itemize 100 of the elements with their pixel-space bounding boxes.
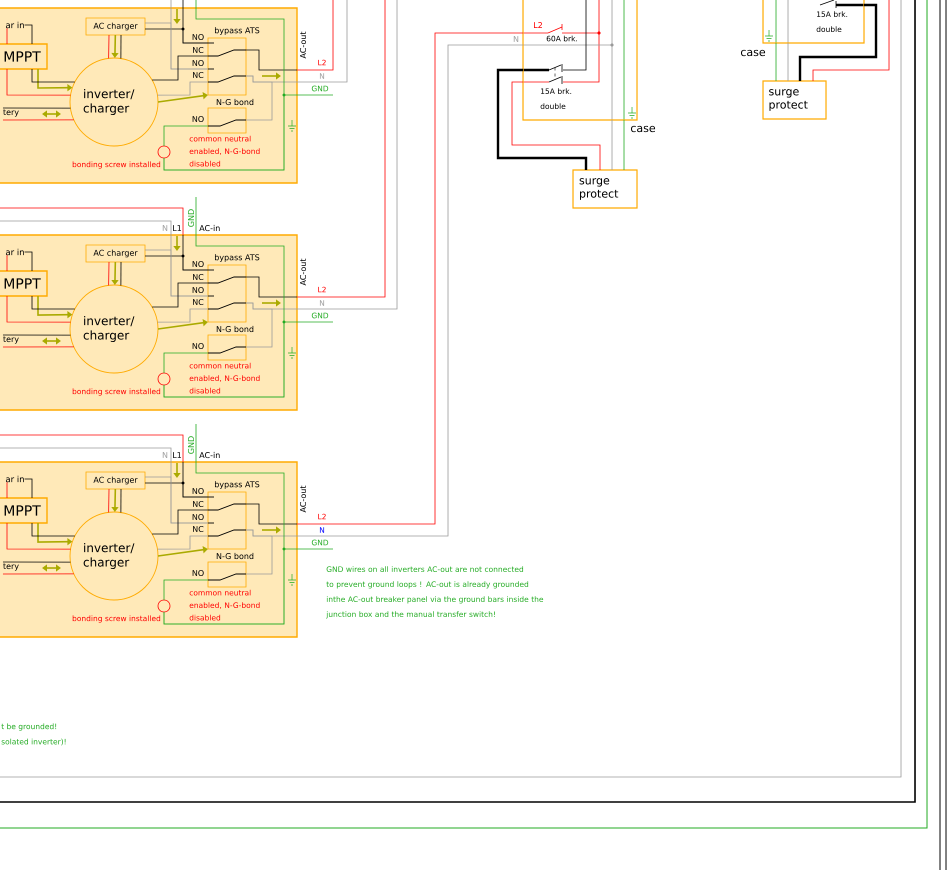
component-box: AC charger: [86, 472, 146, 490]
wire: [164, 424, 284, 624]
terminal-label: AC-in: [199, 452, 220, 458]
case-label: case: [740, 50, 766, 56]
wire: [496, 68, 588, 170]
contact-label: NC: [193, 72, 204, 78]
wire: [164, 0, 284, 170]
contact-label: NC: [193, 500, 204, 508]
wire: [6, 522, 71, 550]
wire: [144, 28, 208, 44]
node-label: N-G bond: [216, 98, 254, 106]
component-box: AC charger: [86, 244, 146, 262]
wire: [32, 296, 76, 310]
switch-box: bypass ATS: [208, 481, 260, 550]
wire: [144, 22, 208, 70]
input-label: tery: [3, 109, 19, 117]
wire: [0, 220, 172, 236]
wire-label: N: [162, 452, 168, 458]
wire: [164, 352, 208, 374]
contact-label: NC: [193, 298, 204, 306]
wire: [144, 250, 208, 296]
switch-box: N-G bond: [208, 552, 254, 588]
component-box: AC charger: [86, 18, 146, 36]
wire: [0, 434, 184, 462]
wire: [6, 68, 71, 96]
contact-label: NC: [193, 274, 204, 280]
arrow: [158, 92, 208, 103]
wire-label: L1: [173, 452, 182, 458]
wire: [296, 0, 398, 310]
wire: [2, 562, 71, 563]
wire: [296, 0, 386, 298]
contact-label: NO: [192, 260, 204, 268]
component-box: MPPT: [0, 43, 48, 70]
wire: [512, 82, 600, 170]
wire: [296, 0, 348, 82]
component-box: MPPT: [0, 497, 48, 524]
wire: [246, 302, 272, 348]
inverter-box: [0, 234, 298, 411]
switch-box: N-G bond: [208, 326, 254, 360]
input-label: ar in: [6, 248, 24, 256]
terminal-label: AC-out: [300, 258, 306, 286]
inverter-box: [0, 461, 298, 638]
input-label: ar in: [6, 476, 24, 482]
wire: [164, 126, 208, 146]
wire-label: L1: [173, 225, 182, 231]
component-box: MPPT: [0, 270, 48, 297]
case-label: case: [630, 126, 656, 132]
wire: [24, 24, 32, 44]
wire: [6, 296, 71, 323]
wire: [2, 346, 74, 348]
wire: [246, 530, 272, 574]
wire: [246, 504, 298, 524]
wire: [182, 0, 184, 8]
wire: [812, 0, 890, 82]
wire: [2, 108, 71, 109]
node-label: N-G bond: [216, 552, 254, 560]
wire-label: N: [514, 36, 518, 42]
node-label: bypass ATS: [214, 481, 260, 489]
wire: [798, 4, 878, 81]
wire: [6, 482, 8, 498]
wire-label: GND: [188, 436, 194, 454]
wire: [2, 334, 71, 336]
wire: [246, 76, 272, 120]
wire: [108, 488, 110, 513]
wire-label: L2: [534, 22, 542, 28]
wire: [144, 256, 208, 270]
wire: [152, 282, 208, 308]
inverter-box: [0, 7, 298, 184]
wire: [164, 196, 284, 398]
wire: [0, 448, 172, 462]
terminal-label: AC-in: [199, 224, 220, 232]
contact-label: NO: [192, 286, 204, 294]
component-box: surge protect: [762, 80, 827, 120]
wire: [246, 276, 298, 298]
input-label: ar in: [6, 22, 24, 28]
contact-label: NO: [192, 116, 204, 122]
contact-label: NO: [192, 488, 204, 494]
wire: [24, 252, 32, 272]
contact-label: NO: [192, 342, 204, 350]
wire: [6, 28, 8, 44]
wire: [0, 208, 184, 236]
switch-box: N-G bond: [208, 98, 254, 134]
wire: [24, 478, 32, 498]
wire: [157, 308, 208, 323]
contact-label: NO: [192, 60, 204, 66]
switch-box: bypass ATS: [208, 254, 260, 322]
switch-box: bypass ATS: [208, 27, 260, 96]
arrow: [158, 319, 208, 330]
wire: [120, 34, 122, 59]
component-box: surge protect: [572, 169, 638, 209]
node-label: bypass ATS: [214, 254, 260, 262]
wire: [157, 82, 208, 96]
wire: [32, 522, 76, 536]
input-label: tery: [3, 563, 19, 571]
wire: [152, 56, 208, 80]
input-label: tery: [3, 336, 19, 344]
node-label: bypass ATS: [214, 27, 260, 35]
contact-label: NC: [193, 526, 204, 532]
wire: [144, 476, 208, 524]
terminal-label: AC-out: [300, 486, 306, 512]
